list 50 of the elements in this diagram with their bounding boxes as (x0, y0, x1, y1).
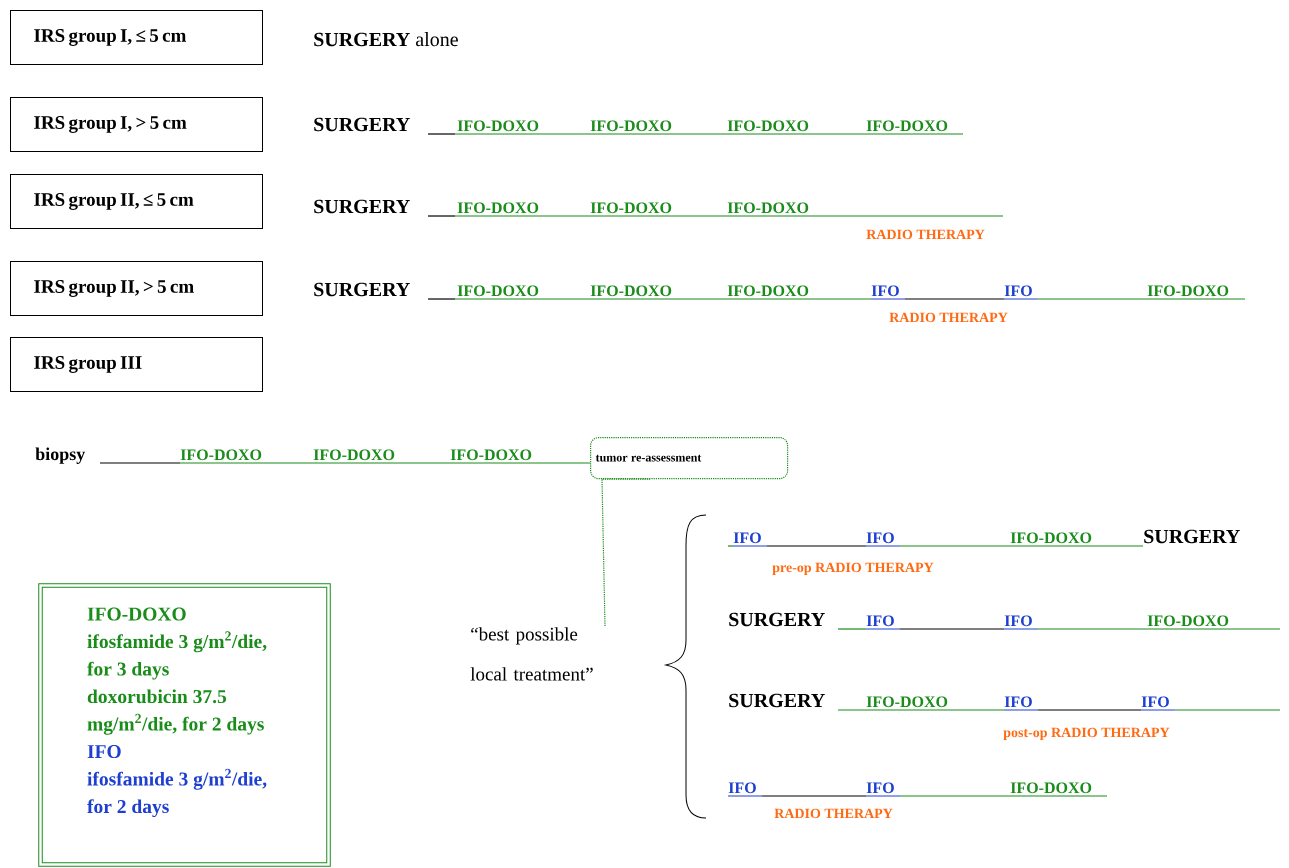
radiotherapy-label: RADIO THERAPY (889, 312, 1008, 323)
drug-label: IFO (728, 782, 756, 794)
drug-label: IFO-DOXO (457, 285, 539, 297)
drug-label: IFO (1004, 285, 1032, 297)
drug-label: IFO-DOXO (1010, 532, 1092, 544)
drug-label: IFO-DOXO (590, 120, 672, 132)
drug-label: IFO (1004, 615, 1032, 627)
note-text: “best possible local treatment” (470, 627, 593, 681)
radiotherapy-label: RADIO THERAPY (774, 808, 893, 819)
group-box: IRS group I, ≤ 5 cm (10, 10, 263, 65)
radiotherapy-label: post-op RADIO THERAPY (1003, 727, 1170, 740)
drug-label: IFO-DOXO (866, 120, 948, 132)
drug-label: IFO (1141, 696, 1169, 708)
step-label: biopsy (35, 447, 86, 464)
drug-label: IFO-DOXO (866, 696, 948, 708)
drug-label: IFO-DOXO (457, 202, 539, 214)
drug-label: IFO (1004, 696, 1032, 708)
drug-label: IFO (871, 285, 899, 297)
drug-label: IFO-DOXO (450, 449, 532, 461)
drug-label: IFO-DOXO (313, 449, 395, 461)
group-box: IRS group I, > 5 cm (10, 97, 263, 152)
drug-label: IFO-DOXO (1147, 285, 1229, 297)
drug-label: IFO-DOXO (727, 120, 809, 132)
drug-label: IFO-DOXO (727, 285, 809, 297)
drug-label: IFO (733, 532, 761, 544)
speech-bubble: tumor re-assessment (590, 437, 789, 480)
drug-label: IFO-DOXO (590, 285, 672, 297)
drug-label: IFO-DOXO (590, 202, 672, 214)
drug-label: IFO-DOXO (457, 120, 539, 132)
drug-label: IFO (866, 532, 894, 544)
drug-label: IFO-DOXO (1147, 615, 1229, 627)
drug-label: IFO-DOXO (1010, 782, 1092, 794)
drug-label: IFO-DOXO (727, 202, 809, 214)
step-label: SURGERY (314, 117, 410, 132)
step-label: SURGERY (729, 693, 825, 708)
radiotherapy-label: pre-op RADIO THERAPY (772, 562, 934, 575)
group-box: IRS group II, ≤ 5 cm (10, 174, 263, 229)
callout-tail (601, 478, 651, 628)
step-label: SURGERY (729, 612, 825, 627)
group-box: IRS group III (10, 337, 263, 392)
drug-label: IFO-DOXO (180, 449, 262, 461)
group-box: IRS group II, > 5 cm (10, 261, 263, 316)
step-label: SURGERY (314, 199, 410, 214)
drug-label: IFO (866, 782, 894, 794)
radiotherapy-label: RADIO THERAPY (866, 229, 985, 240)
drug-label: IFO (866, 615, 894, 627)
step-label: SURGERY (1144, 529, 1240, 544)
legend-box: IFO-DOXO ifosfamide 3 g/m$^{2}$/die, for 3 days doxorubicin 37.5 mg/m$^{2}$/die, for 2 days IFO ifosfamide 3 g/m$^{2}$/die, for 2 days (38, 583, 331, 867)
step-label: SURGERY (314, 282, 410, 297)
step-label: SURGERY alone (314, 32, 458, 47)
